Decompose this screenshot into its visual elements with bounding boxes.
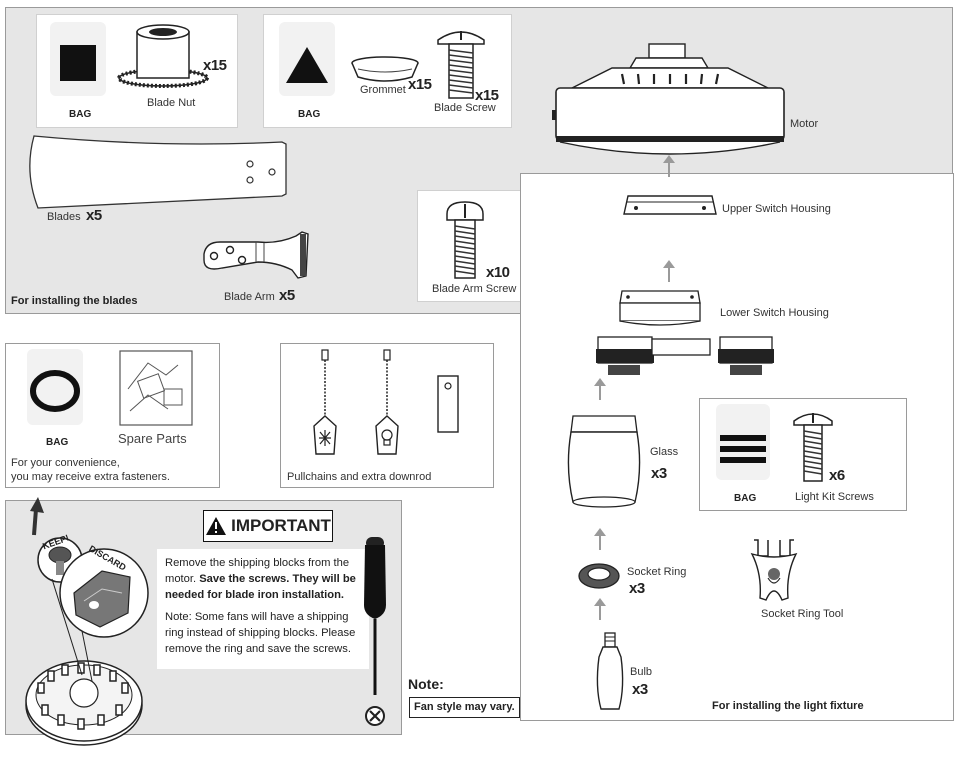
bag-label: BAG: [298, 109, 321, 120]
socket-ring-tool-label: Socket Ring Tool: [761, 608, 844, 620]
socket-ring-label: Socket Ring: [627, 566, 687, 578]
important-para-1-normal: Remove the shipping blocks from the moto…: [165, 557, 350, 585]
blades-label: Blades: [47, 211, 81, 223]
bulb-label: Bulb: [630, 666, 653, 678]
important-para-1-bold: Save the screws. They will be needed for…: [165, 573, 356, 601]
socket-ring-icon: [578, 563, 620, 589]
glass-label: Glass: [650, 446, 679, 458]
blade-arm-screw-label: Blade Arm Screw: [432, 283, 517, 295]
blade-arm-label: Blade Arm: [224, 291, 275, 303]
light-kit-screw-icon: [793, 413, 833, 482]
blade-arm-screw-icon: [446, 201, 484, 279]
grommet-icon: [351, 56, 419, 82]
square-symbol: [60, 45, 96, 81]
triangle-symbol: [286, 47, 328, 83]
important-title: IMPORTANT: [231, 516, 331, 535]
arrow-up-icon: [663, 155, 675, 177]
motor-icon: [552, 43, 785, 155]
glass-qty: x3: [651, 465, 667, 482]
blade-arm-icon: [203, 231, 309, 279]
bars-symbol: [720, 457, 766, 463]
spare-parts-icon: [119, 350, 193, 426]
light-kit-screws-label: Light Kit Screws: [795, 491, 874, 503]
o-ring-icon: [30, 370, 80, 412]
grommet-qty: x15: [408, 76, 432, 93]
upper-switch-housing-label: Upper Switch Housing: [722, 203, 831, 215]
note-text: Fan style may vary.: [414, 701, 515, 713]
note-title: Note:: [408, 676, 444, 692]
extras-caption-2: you may receive extra fasteners.: [11, 471, 170, 483]
screwdriver-icon: [364, 537, 386, 726]
lower-switch-housing-icon: [596, 290, 774, 375]
blade-nut-qty: x15: [203, 57, 227, 74]
blades-qty: x5: [86, 207, 102, 224]
motor-label: Motor: [790, 118, 819, 130]
blade-icon: [29, 135, 287, 209]
blade-screw-label: Blade Screw: [434, 102, 496, 114]
bag-label: BAG: [46, 437, 69, 448]
blade-screw-icon: [437, 31, 485, 99]
arrow-up-icon: [594, 378, 606, 400]
blade-arm-screw-qty: x10: [486, 264, 510, 281]
important-para-1: Remove the shipping blocks from the moto…: [165, 555, 369, 603]
bars-symbol: [720, 446, 766, 452]
arrow-up-icon: [594, 528, 606, 550]
lower-switch-housing-label: Lower Switch Housing: [720, 307, 829, 319]
upper-switch-housing-icon: [623, 195, 717, 215]
extras-caption-1: For your convenience,: [11, 457, 120, 469]
bulb-icon: [596, 632, 624, 710]
pullchain-caption: Pullchains and extra downrod: [287, 471, 432, 483]
motor-shipping-block-icon: [25, 497, 149, 746]
socket-ring-qty: x3: [629, 580, 645, 597]
pullchain-light-icon: [375, 349, 399, 455]
blade-nut-label: Blade Nut: [147, 97, 196, 109]
arrow-up-icon: [594, 598, 606, 620]
important-para-2: Note: Some fans will have a shipping rin…: [165, 611, 356, 655]
note-box: [409, 697, 520, 718]
bag-label: BAG: [734, 493, 757, 504]
bag-label: BAG: [69, 109, 92, 120]
blade-nut-icon: [117, 24, 209, 88]
blades-caption: For installing the blades: [11, 295, 138, 307]
arrow-up-icon: [663, 260, 675, 282]
downrod-icon: [437, 375, 459, 433]
light-fixture-caption: For installing the light fixture: [712, 700, 864, 712]
glass-icon: [567, 415, 641, 508]
grommet-label: Grommet: [360, 84, 406, 96]
pullchain-fan-icon: [313, 349, 337, 455]
warning-icon: [206, 517, 227, 535]
bars-symbol: [720, 435, 766, 441]
socket-ring-tool-icon: [750, 539, 798, 601]
important-text-box: Remove the shipping blocks from the moto…: [157, 549, 369, 669]
bulb-qty: x3: [632, 681, 648, 698]
light-kit-screws-qty: x6: [829, 467, 845, 484]
blade-arm-qty: x5: [279, 287, 295, 304]
important-header: IMPORTANT: [203, 510, 333, 542]
bag-icon: [716, 404, 770, 480]
spare-parts-label: Spare Parts: [118, 431, 187, 446]
blade-screw-qty: x15: [475, 87, 499, 104]
